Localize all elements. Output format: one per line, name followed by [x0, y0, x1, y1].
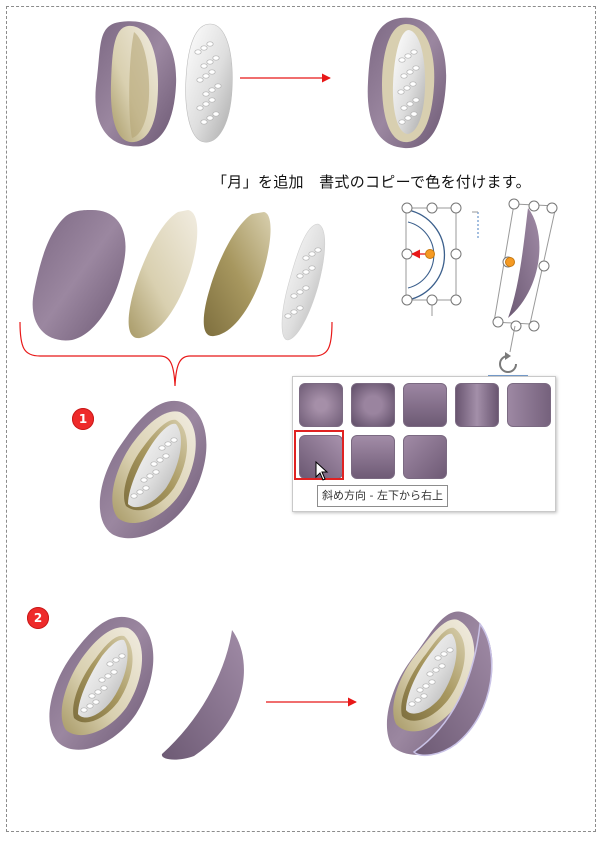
gradient-swatch-2[interactable] [351, 383, 395, 427]
akebi-combined-top [367, 17, 447, 149]
akebi-parts-top [95, 21, 233, 147]
rotate-handle-icon [488, 352, 528, 377]
step-badge-1: 1 [72, 408, 94, 430]
gradient-swatch-7[interactable] [351, 435, 395, 479]
gradient-swatch-3[interactable] [403, 383, 447, 427]
moon-shape [161, 630, 244, 760]
gradient-gallery [292, 376, 556, 512]
akebi-step2-left [49, 616, 154, 750]
parts-row [32, 210, 326, 341]
step-badge-2: 2 [27, 607, 49, 629]
gradient-swatch-8[interactable] [403, 435, 447, 479]
selection-highlight [294, 430, 344, 480]
moon-selection [492, 198, 558, 353]
page-border [6, 6, 596, 832]
instruction-caption: 「月」を追加 書式のコピーで色を付けます。 [212, 173, 531, 191]
gradient-swatch-1[interactable] [299, 383, 343, 427]
akebi-step1 [99, 400, 207, 539]
gradient-swatch-5[interactable] [507, 383, 551, 427]
akebi-step2-result [386, 611, 493, 757]
half-circle-selection [401, 202, 479, 316]
gradient-tooltip: 斜め方向 - 左下から右上 [317, 485, 448, 507]
mouse-pointer-icon [315, 461, 329, 481]
bracket [19, 321, 333, 387]
gradient-swatch-4[interactable] [455, 383, 499, 427]
